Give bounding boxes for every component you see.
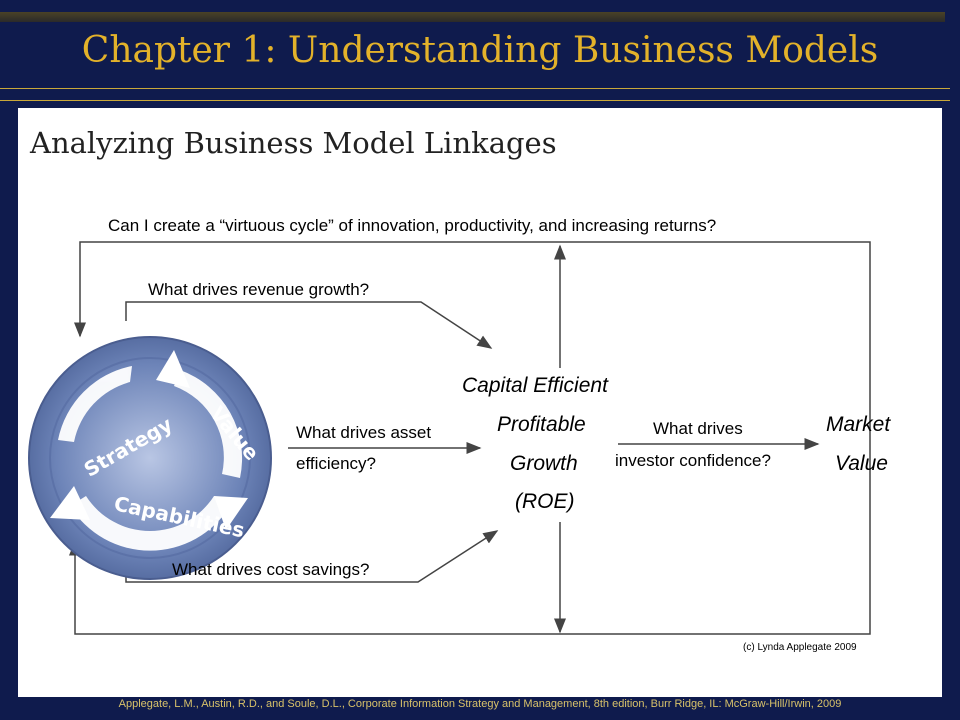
title-rule-bottom xyxy=(0,100,950,101)
strategy-wheel: Strategy Value Capabilities xyxy=(28,336,272,580)
center-label-3: Growth xyxy=(510,452,578,475)
slide-subtitle: Analyzing Business Model Linkages xyxy=(30,126,557,160)
revenue-arrow xyxy=(125,301,493,349)
slide-content: Analyzing Business Model Linkages xyxy=(18,108,942,697)
market-value-line2: Value xyxy=(835,452,888,475)
cost-question: What drives cost savings? xyxy=(172,560,370,579)
investor-question-line2: investor confidence? xyxy=(615,451,771,470)
slide-title: Chapter 1: Understanding Business Models xyxy=(81,30,879,71)
diagram-lines: Strategy Value Capabilities xyxy=(28,241,871,635)
cycle-bottom-line xyxy=(69,540,871,635)
copyright-note: (c) Lynda Applegate 2009 xyxy=(743,642,857,653)
citation-footer: Applegate, L.M., Austin, R.D., and Soule… xyxy=(118,698,842,710)
title-rule-top xyxy=(0,88,950,89)
revenue-question: What drives revenue growth? xyxy=(148,280,370,299)
top-bar xyxy=(0,12,945,22)
investor-question-line1: What drives xyxy=(653,419,743,438)
center-label-2: Profitable xyxy=(497,413,586,436)
cycle-top-line xyxy=(74,241,871,583)
cycle-question: Can I create a “virtuous cycle” of innov… xyxy=(108,216,717,235)
asset-question-line2: efficiency? xyxy=(296,454,377,473)
center-label-4: (ROE) xyxy=(515,490,575,513)
asset-question-line1: What drives asset xyxy=(296,423,432,442)
market-value-line1: Market xyxy=(826,413,891,436)
center-label-1: Capital Efficient xyxy=(462,374,608,397)
